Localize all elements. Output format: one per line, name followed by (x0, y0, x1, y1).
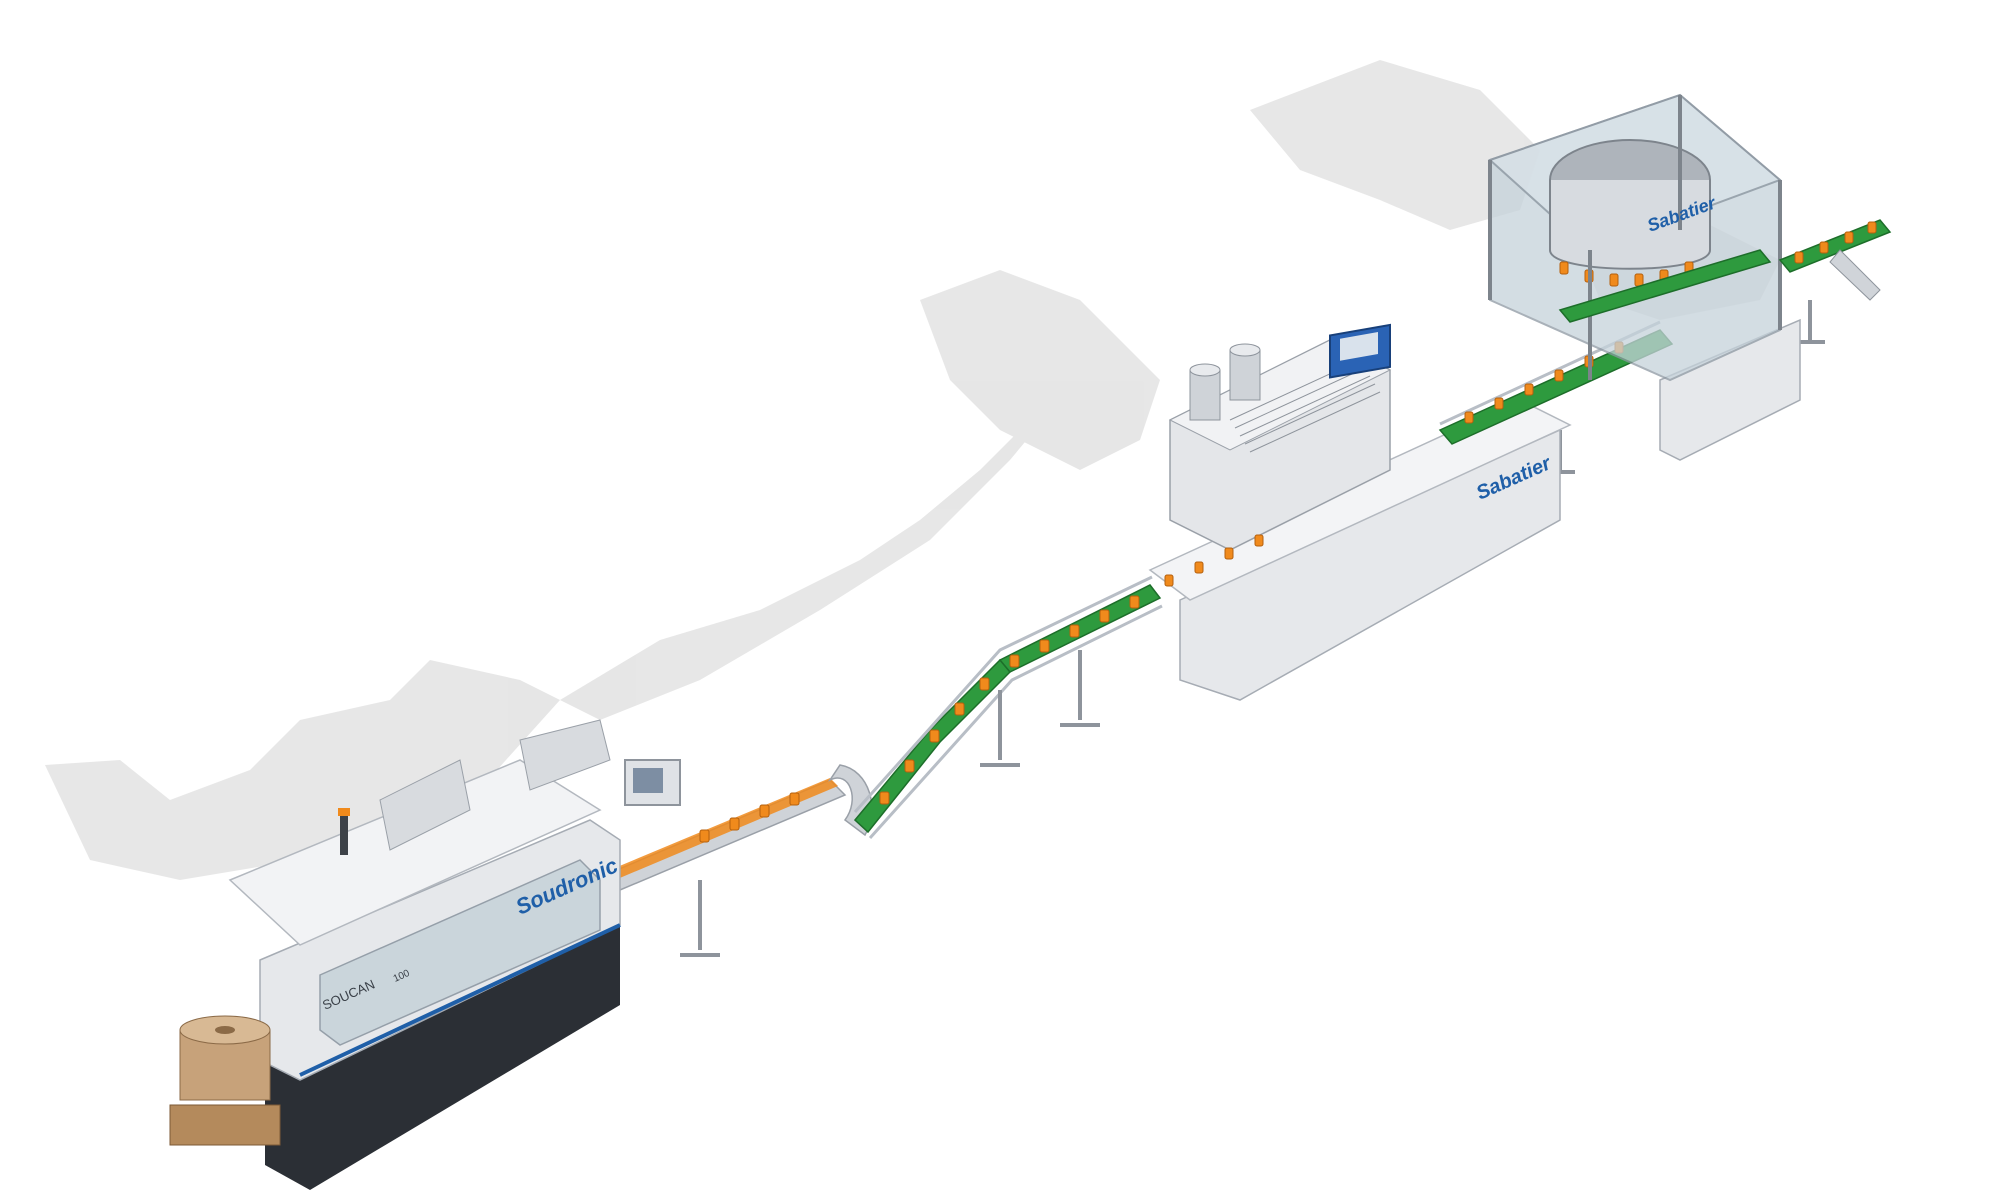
welder-machine: Soudronic SOUCAN 100 (169, 719, 681, 1190)
paper-roll-icon (169, 1015, 281, 1146)
sterilizer-machine: Sabatier (1148, 323, 1572, 701)
hmi-screen-icon (633, 768, 663, 793)
signal-tower-icon (340, 815, 348, 855)
conveyor-stands (680, 300, 1825, 957)
filler-machine: Sabatier (1488, 93, 1801, 461)
cans-conveyor-1 (699, 595, 1140, 843)
conveyor-segment-1 (603, 575, 1163, 891)
conveyor-outfeed (1778, 219, 1892, 301)
